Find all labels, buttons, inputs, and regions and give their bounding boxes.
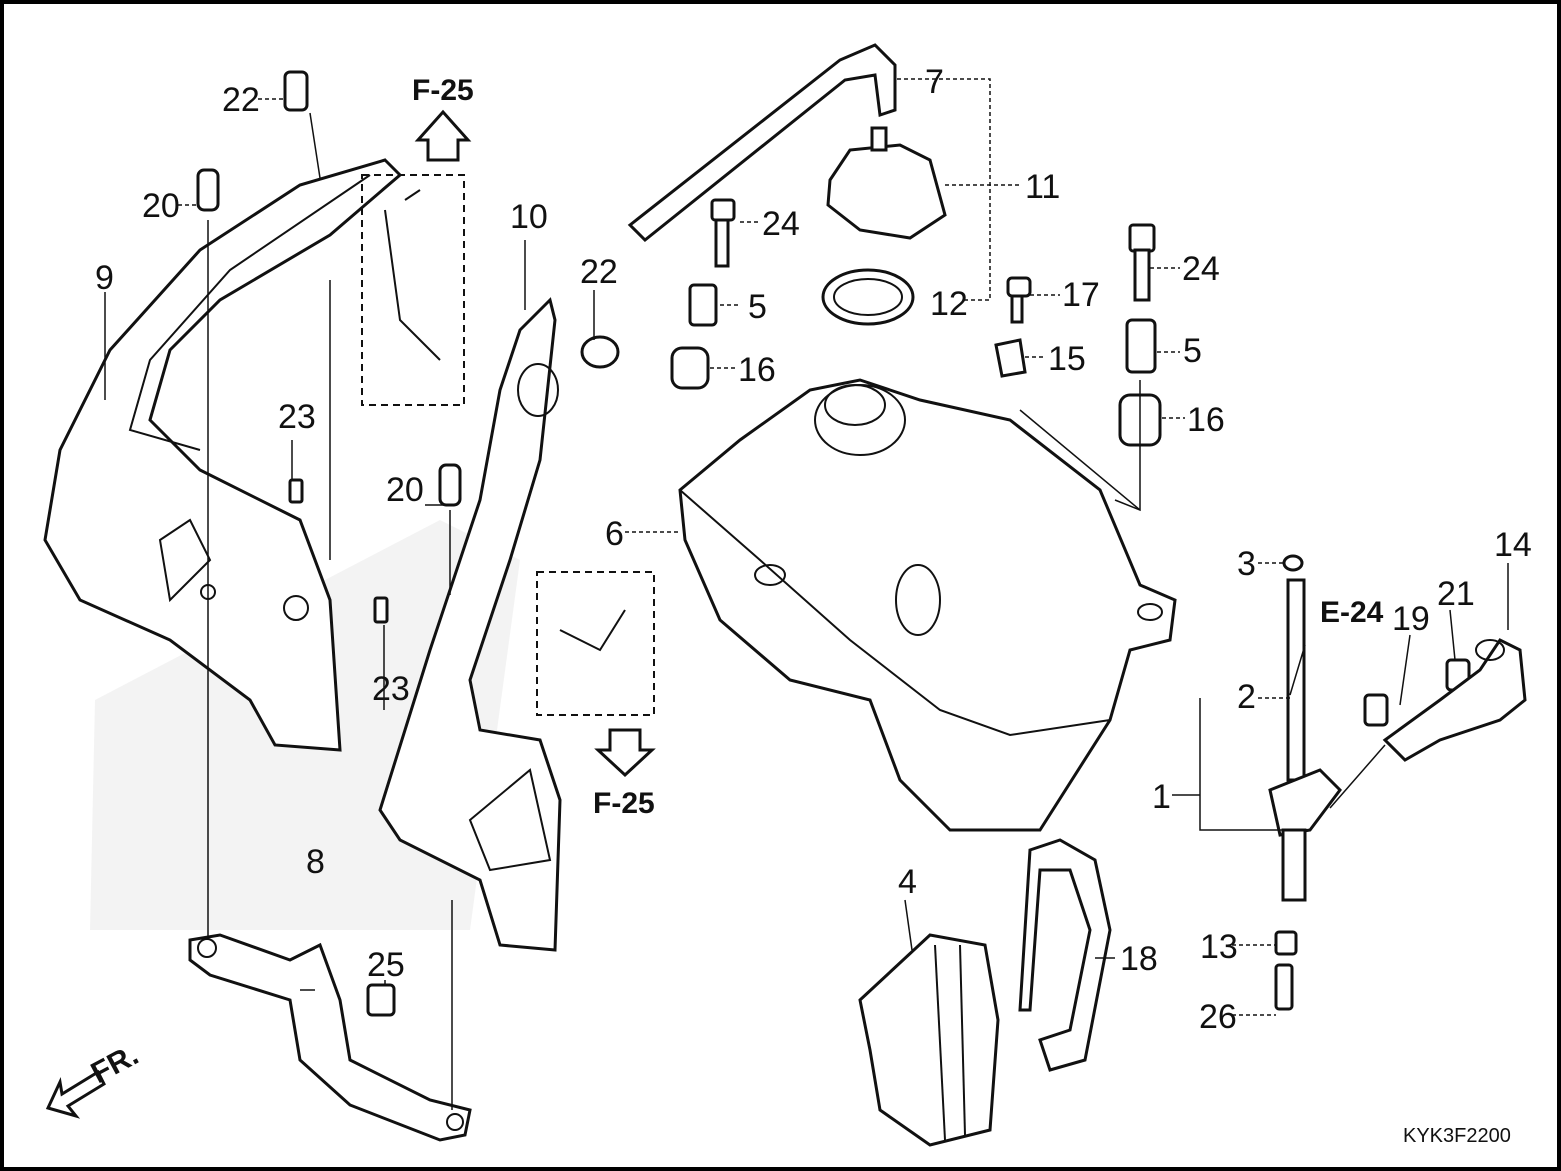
part-labels: 1 2 3 4 5 5 6 7 8 9 10 11 12 13 14 15 16…: [95, 63, 1532, 1036]
cap-gasket: [821, 268, 915, 326]
label-7: 7: [925, 63, 944, 101]
label-21: 21: [1437, 575, 1475, 613]
fuel-valve: [1268, 578, 1342, 902]
label-15: 15: [1048, 340, 1086, 378]
leader-lines: [104, 78, 1509, 1110]
label-22-right: 22: [580, 253, 618, 291]
label-16-right: 16: [1187, 401, 1225, 439]
label-5-right: 5: [1183, 332, 1202, 370]
detail-box-bottom: [536, 571, 655, 716]
label-11: 11: [1025, 168, 1060, 206]
fuel-cap: [826, 126, 947, 240]
label-17: 17: [1062, 276, 1100, 314]
ref-f25-bottom: F-25: [593, 787, 655, 820]
fuel-tube: [1382, 638, 1527, 762]
label-6: 6: [605, 515, 624, 553]
label-25: 25: [367, 946, 405, 984]
label-14: 14: [1494, 526, 1532, 564]
tank-cushion: [858, 933, 1000, 1147]
label-5-left: 5: [748, 288, 767, 326]
label-23-top: 23: [278, 398, 316, 436]
label-3: 3: [1237, 545, 1256, 583]
breather-tube: [627, 43, 897, 243]
label-8: 8: [306, 843, 325, 881]
shroud-left: [43, 158, 403, 752]
label-24-right: 24: [1182, 250, 1220, 288]
small-parts: [196, 70, 1471, 1017]
fuel-tank: [678, 378, 1177, 832]
label-23-bottom: 23: [372, 670, 410, 708]
label-12: 12: [930, 285, 968, 323]
diagram-code: KYK3F2200: [1403, 1125, 1511, 1147]
arrow-down-f25: [594, 728, 656, 778]
label-9: 9: [95, 259, 114, 297]
label-22-top: 22: [222, 81, 260, 119]
label-13: 13: [1200, 928, 1238, 966]
label-19: 19: [1392, 600, 1430, 638]
shroud-right: [378, 297, 562, 952]
detail-box-top: [361, 174, 465, 406]
arrow-front: [45, 1069, 106, 1119]
tank-band: [1018, 838, 1112, 1072]
stay-bracket: [188, 933, 472, 1142]
label-18: 18: [1120, 940, 1158, 978]
label-10: 10: [510, 198, 548, 236]
arrow-up-f25: [414, 109, 472, 162]
label-20-top: 20: [142, 187, 180, 225]
label-20-middle: 20: [386, 471, 424, 509]
label-4: 4: [898, 863, 917, 901]
label-26: 26: [1199, 998, 1237, 1036]
ref-f25-top: F-25: [412, 74, 474, 107]
label-1: 1: [1152, 778, 1171, 816]
ref-e24: E-24: [1320, 596, 1384, 629]
label-24-left: 24: [762, 205, 800, 243]
label-16-left: 16: [738, 351, 776, 389]
label-2: 2: [1237, 678, 1256, 716]
